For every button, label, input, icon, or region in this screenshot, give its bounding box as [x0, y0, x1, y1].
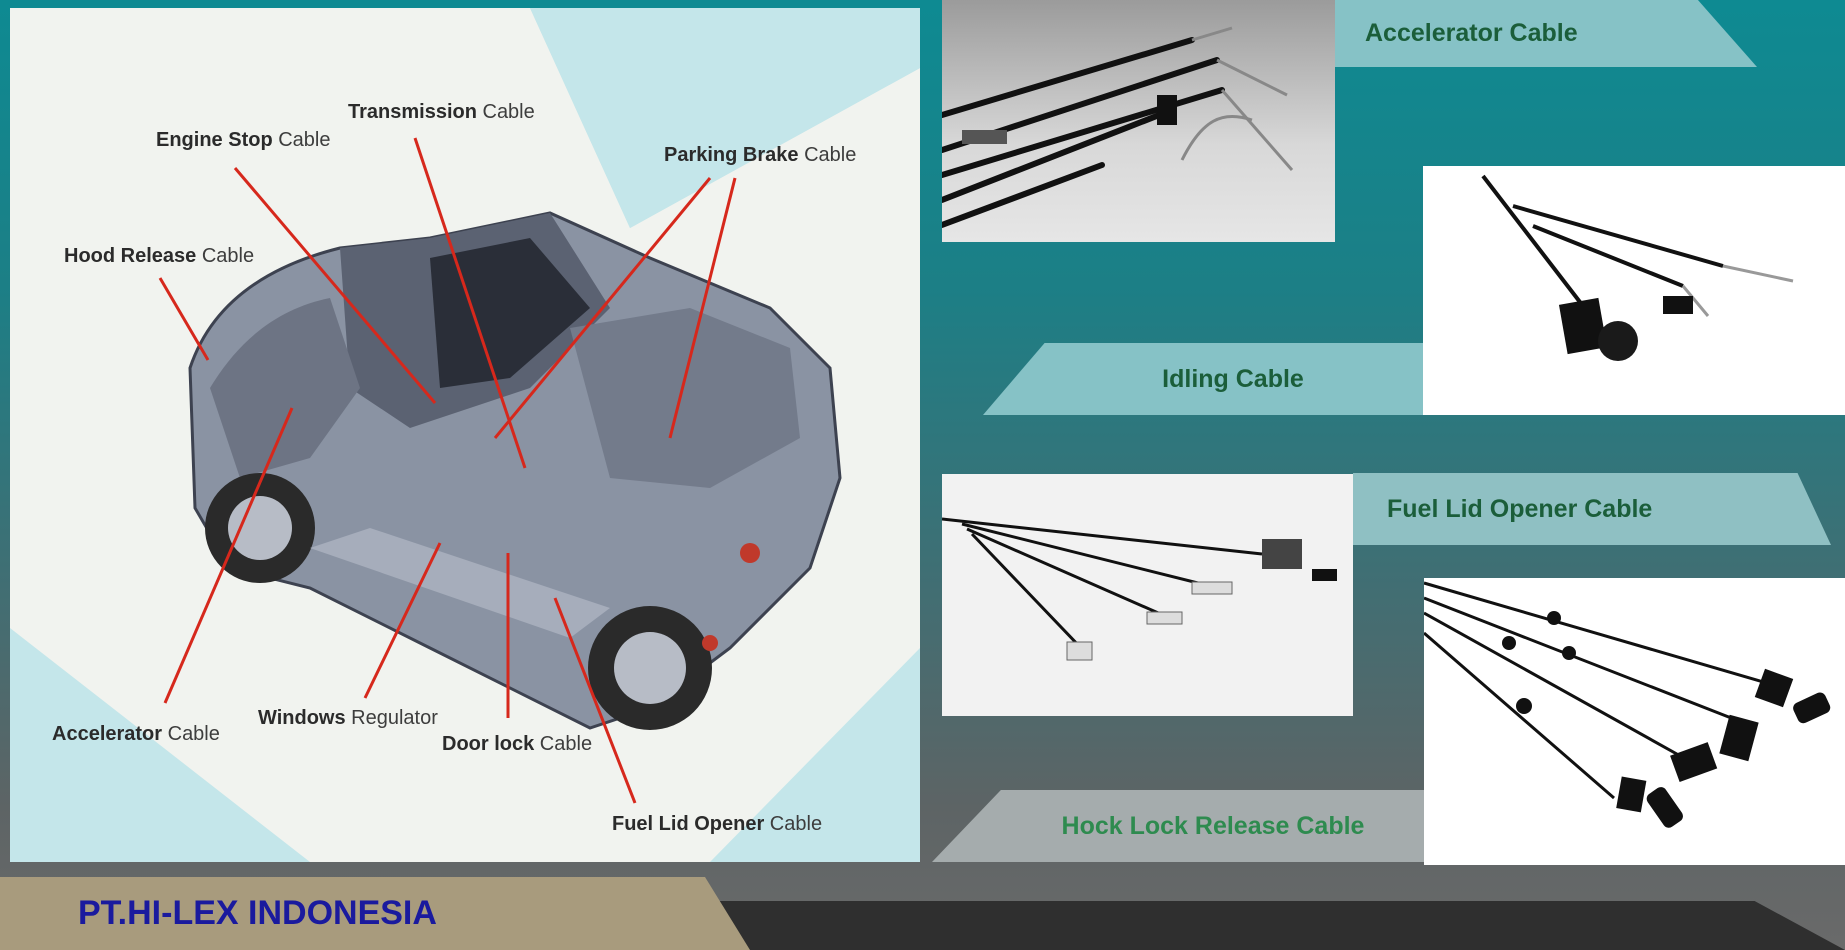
- company-banner: PT.HI-LEX INDONESIA: [0, 877, 750, 950]
- cable-icon: [1424, 581, 1831, 828]
- idling-cable-photo: [1423, 166, 1845, 415]
- idling-cable-banner: Idling Cable: [983, 343, 1423, 415]
- hock-lock-release-cable-title: Hock Lock Release Cable: [1061, 811, 1365, 840]
- label-hood-release: Hood Release Cable: [64, 245, 254, 267]
- car-diagram: Transmission Cable Engine Stop Cable Par…: [10, 8, 920, 862]
- footer-bar: [715, 901, 1845, 950]
- fuel-lid-opener-cable-banner: Fuel Lid Opener Cable: [1353, 473, 1831, 545]
- label-accelerator: Accelerator Cable: [52, 723, 220, 745]
- label-windows-regulator: Windows Regulator: [258, 707, 438, 729]
- accelerator-cable-title: Accelerator Cable: [1365, 19, 1578, 47]
- pointer-lines: [158, 137, 737, 804]
- accelerator-cable-photo: [942, 0, 1335, 242]
- accelerator-cable-banner: Accelerator Cable: [1335, 0, 1757, 67]
- car-icon: [188, 211, 842, 730]
- fuel-lid-opener-cable-photo: [942, 474, 1353, 716]
- company-name: PT.HI-LEX INDONESIA: [78, 894, 437, 932]
- fuel-lid-opener-cable-title: Fuel Lid Opener Cable: [1387, 494, 1653, 523]
- label-fuel-lid-opener: Fuel Lid Opener Cable: [612, 813, 822, 835]
- label-engine-stop: Engine Stop Cable: [156, 129, 330, 151]
- idling-cable-title: Idling Cable: [1162, 364, 1304, 393]
- label-door-lock: Door lock Cable: [442, 733, 592, 755]
- label-parking-brake: Parking Brake Cable: [664, 144, 856, 166]
- cable-icon: [1481, 174, 1794, 361]
- cable-icon: [942, 517, 1337, 661]
- cable-icon: [942, 26, 1294, 228]
- car-cutaway-illustration: Transmission Cable Engine Stop Cable Par…: [10, 8, 920, 862]
- label-transmission: Transmission Cable: [348, 101, 535, 123]
- hock-lock-release-cable-photo: [1424, 578, 1845, 865]
- hock-lock-release-cable-banner: Hock Lock Release Cable: [932, 790, 1424, 862]
